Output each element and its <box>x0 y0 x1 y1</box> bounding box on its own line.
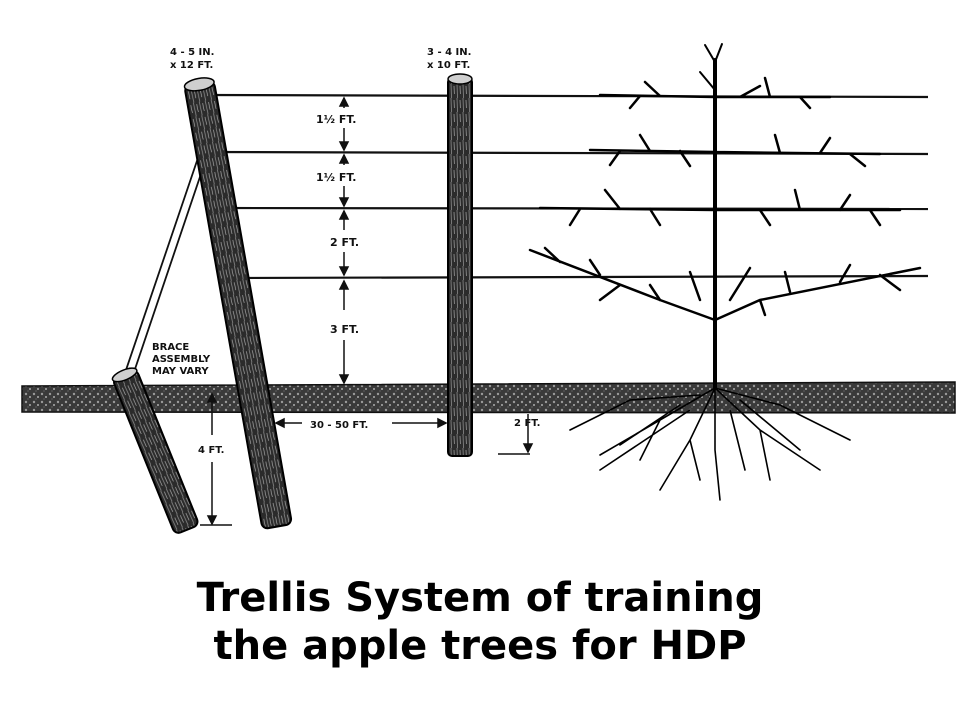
end-post-length-label: x 12 FT. <box>170 60 213 71</box>
line-depth-label: 2 FT. <box>514 418 540 429</box>
brace-label-line-3: MAY VARY <box>152 366 209 377</box>
line-post-size-label: 3 - 4 IN. <box>427 47 471 58</box>
wire-4 <box>239 274 929 280</box>
wire-gap-1-label: 1½ FT. <box>316 113 356 126</box>
slide-caption: Trellis System of training the apple tre… <box>0 574 960 670</box>
wire-gap-2-label: 1½ FT. <box>316 171 356 184</box>
caption-line-1: Trellis System of training <box>196 575 764 621</box>
caption-line-2: the apple trees for HDP <box>213 623 747 669</box>
brace-label-line-2: ASSEMBLY <box>152 354 211 365</box>
brace-label-line-1: BRACE <box>152 342 189 353</box>
trellis-diagram: 4 - 5 IN. x 12 FT. 3 - 4 IN. x 10 FT. 1½… <box>21 43 956 534</box>
wire-gap-3-label: 2 FT. <box>330 236 359 249</box>
post-spacing-dimension <box>274 417 448 429</box>
ground-soil <box>21 381 956 414</box>
wire-spacing-dimension <box>338 96 350 385</box>
wire-gap-4-label: 3 FT. <box>330 323 359 336</box>
line-depth-dimension <box>498 414 534 455</box>
line-post-length-label: x 10 FT. <box>427 60 470 71</box>
brace-wire <box>125 151 206 373</box>
post-spacing-label: 30 - 50 FT. <box>310 420 368 431</box>
end-post-size-label: 4 - 5 IN. <box>170 47 214 58</box>
anchor-post <box>111 367 199 534</box>
end-depth-label: 4 FT. <box>198 445 224 456</box>
end-depth-dimension <box>200 392 232 526</box>
apple-tree <box>528 43 922 501</box>
trellis-wires <box>204 93 929 280</box>
line-post <box>447 73 473 457</box>
end-post <box>183 77 293 530</box>
